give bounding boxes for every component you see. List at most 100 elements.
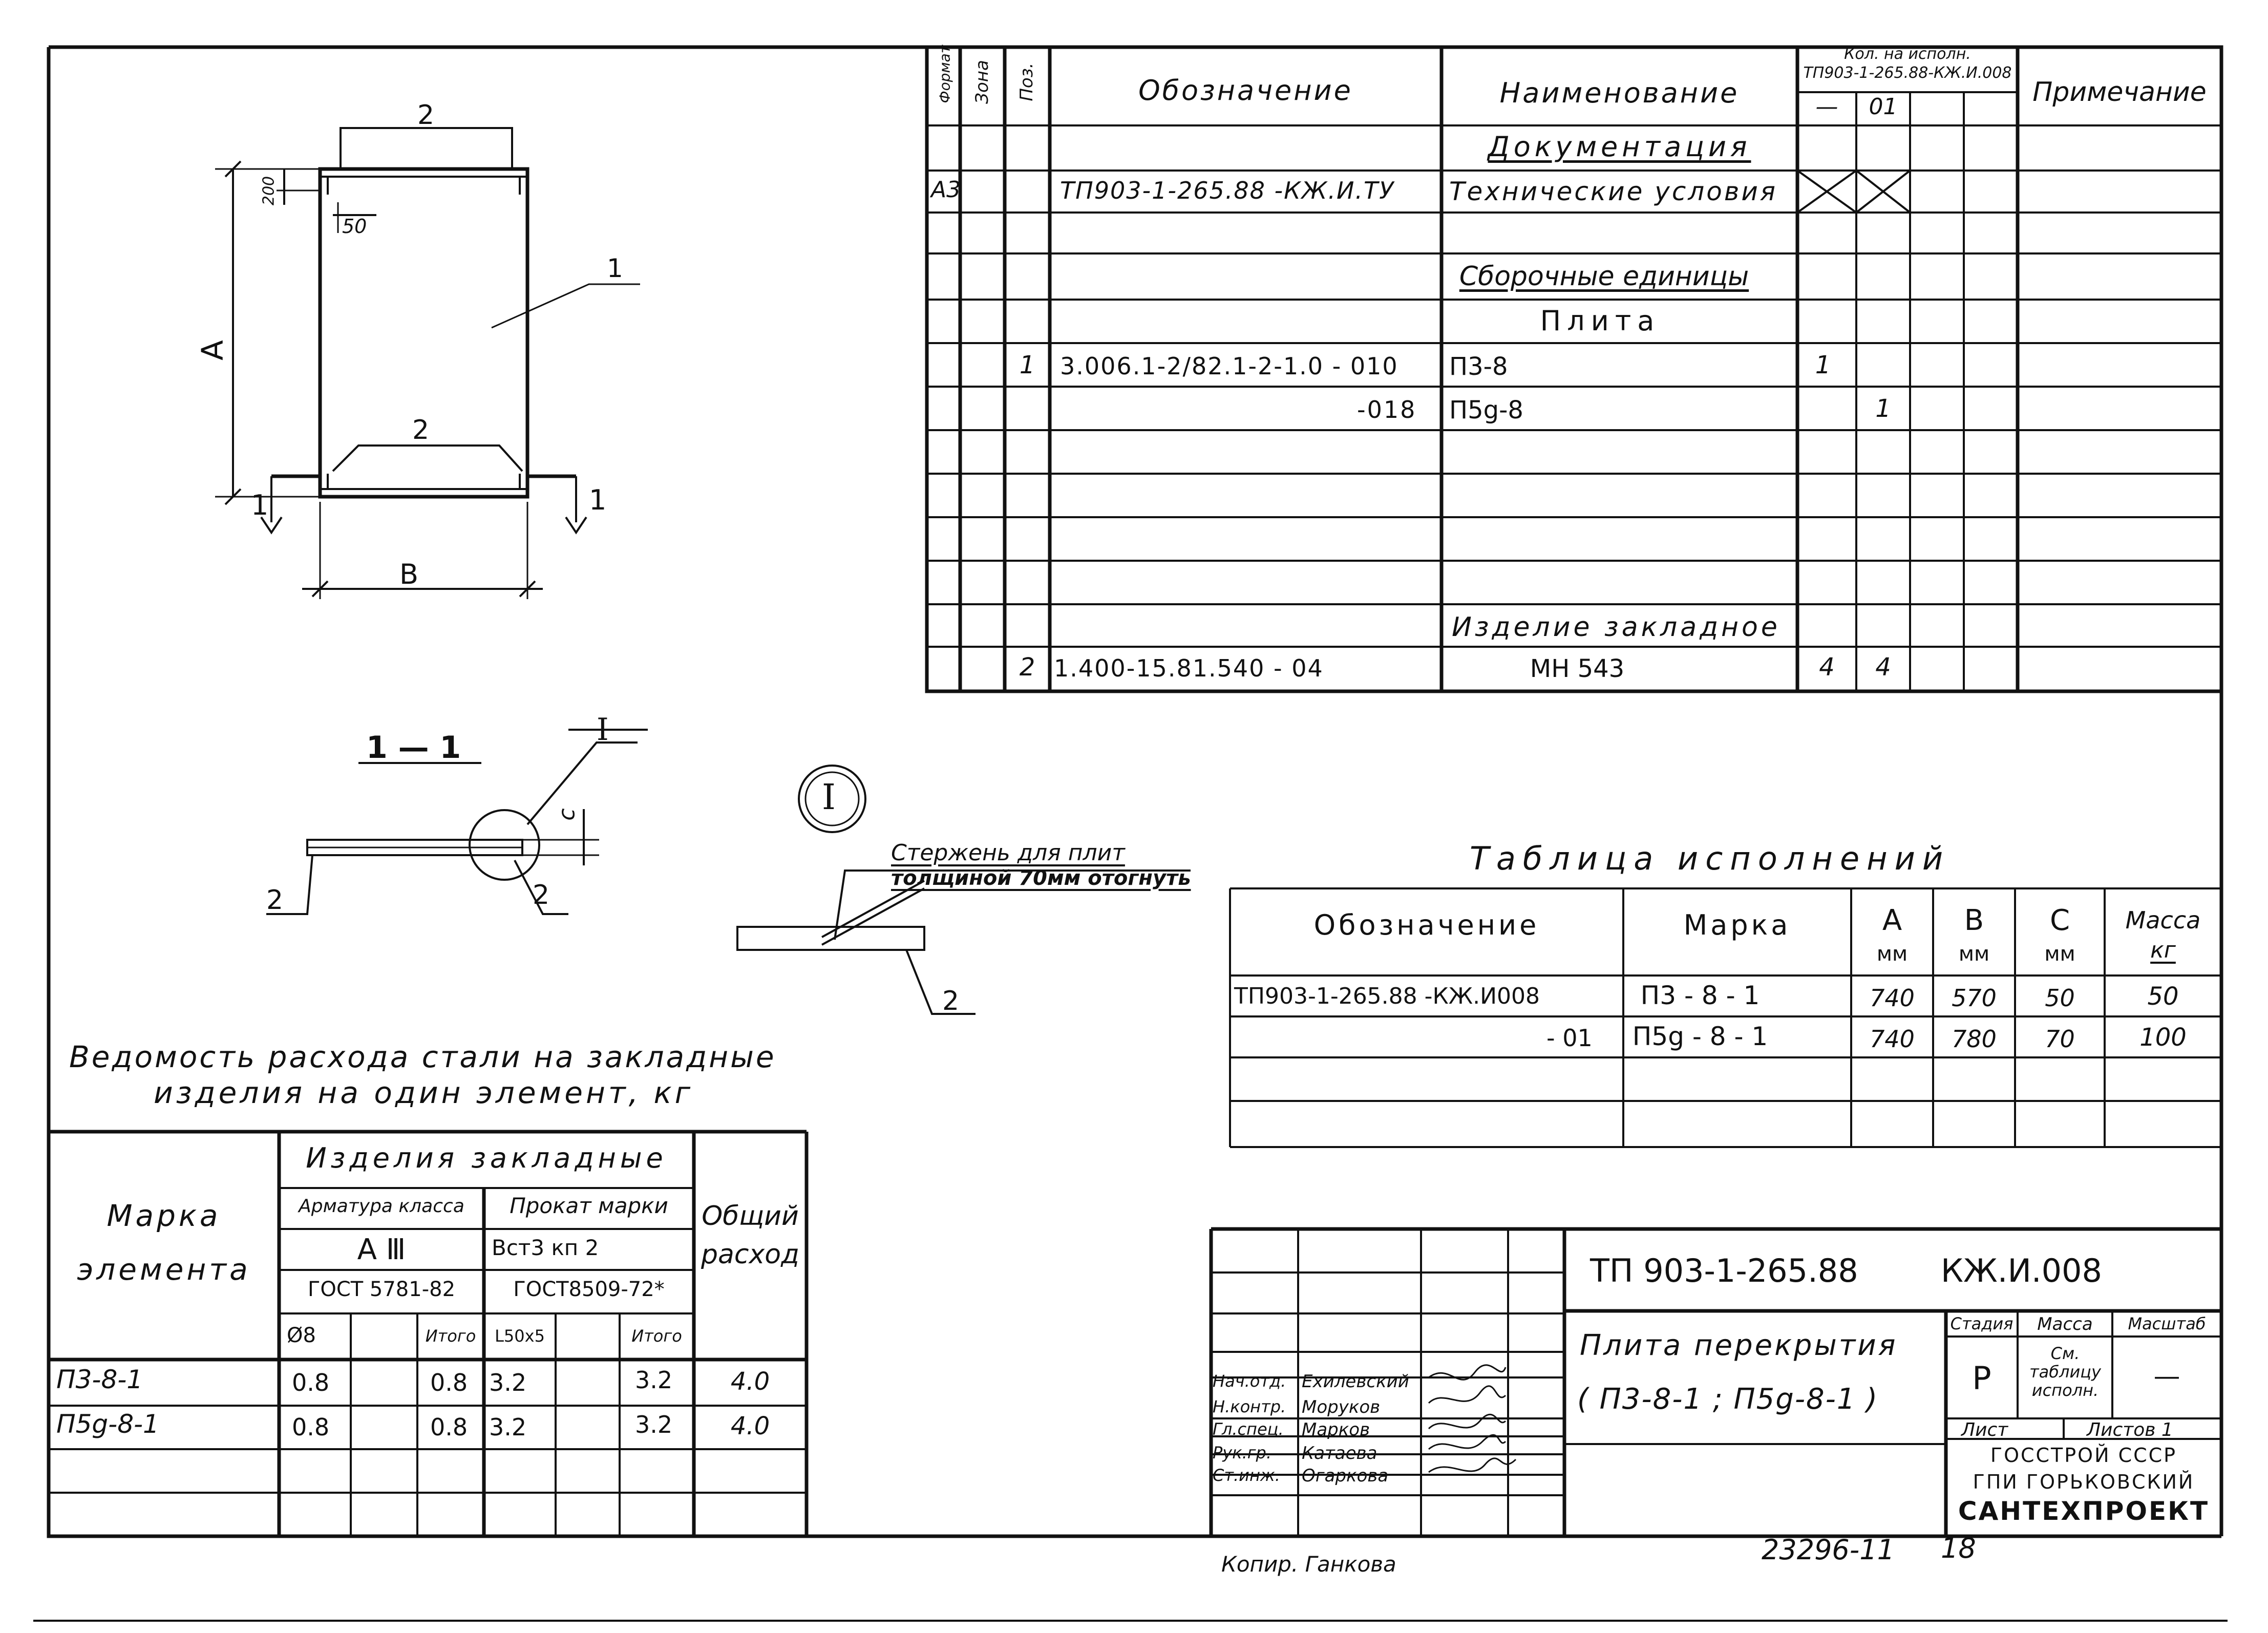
steel-row-angle: 3.2	[489, 1413, 527, 1441]
steel-row-total2: 3.2	[635, 1411, 673, 1438]
variants-row-b: 570	[1952, 984, 1997, 1012]
steel-row-d8: 0.8	[292, 1369, 330, 1396]
steel-header-items: Изделия закладные	[306, 1142, 667, 1174]
steel-row-total2: 3.2	[635, 1366, 673, 1394]
frame-border	[49, 45, 2223, 1536]
spec-header-name: Наименование	[1499, 77, 1740, 109]
spec-header-qty-doc: ТП903-1-265.88-КЖ.И.008	[1803, 64, 2012, 82]
plan-dim-top-label: 2	[417, 100, 435, 131]
stamp-org-line2: ГПИ ГОРЬКОВСКИЙ	[1973, 1471, 2195, 1493]
variants-row-a: 740	[1870, 1025, 1915, 1053]
variants-header-b: В	[1964, 904, 1984, 937]
steel-header-angle: L50х5	[495, 1326, 545, 1346]
steel-row-angle: 3.2	[489, 1369, 527, 1396]
variants-title: Таблица исполнений	[1470, 840, 1951, 877]
variants-header-a-unit: мм	[1876, 942, 1908, 966]
spec-header-qty: Кол. на исполн.	[1844, 45, 1971, 63]
variants-header-mark: Марка	[1683, 909, 1791, 941]
spec-row-name: МН 543	[1530, 654, 1625, 683]
steel-header-rolled-gost: ГОСТ8509-72*	[513, 1278, 665, 1301]
stamp-signer-role: Нач.отд.	[1213, 1371, 1286, 1391]
steel-row-d8: 0.8	[292, 1413, 330, 1441]
variants-header-a: А	[1882, 904, 1902, 937]
stamp-code: ТП 903-1-265.88	[1590, 1252, 1858, 1289]
spec-section-assemblies: Сборочные единицы	[1459, 261, 1749, 292]
stamp-signer-role: Гл.спец.	[1213, 1419, 1284, 1439]
stamp-org-line3: САНТЕХПРОЕКТ	[1958, 1496, 2210, 1526]
variants-row-mass: 50	[2147, 982, 2179, 1011]
steel-header-element: элемента	[77, 1252, 251, 1287]
footer-archive-number: 23296-11	[1762, 1534, 1895, 1566]
variants-row-a: 740	[1870, 984, 1915, 1012]
variants-header-mass-unit: кг	[2150, 937, 2176, 963]
stamp-signer-name: Моруков	[1302, 1397, 1381, 1417]
stamp-sheets: Листов 1	[2087, 1419, 2173, 1440]
steel-header-rolled-grade: Вст3 кп 2	[492, 1235, 599, 1260]
variants-row-c: 50	[2045, 984, 2075, 1012]
spec-row-designation: ТП903-1-265.88 -КЖ.И.ТУ	[1060, 177, 1395, 204]
spec-row-designation: 1.400-15.81.540 - 04	[1054, 654, 1324, 682]
spec-row-designation: -018	[1357, 396, 1417, 423]
spec-header-pos: Поз.	[1016, 62, 1037, 101]
footer-page-number: 18	[1941, 1532, 1976, 1564]
spec-grid	[925, 47, 2221, 693]
plan-dim-50: 50	[342, 215, 367, 238]
steel-header-rebar-class: А Ⅲ	[357, 1233, 406, 1266]
stamp-signer-name: Катаева	[1302, 1443, 1377, 1464]
steel-header-mark: Марка	[107, 1198, 221, 1233]
steel-title-line2: изделия на один элемент, кг	[154, 1075, 694, 1110]
stamp-title-line2: ( П3-8-1 ; П5g-8-1 )	[1577, 1383, 1879, 1416]
stamp-code-suffix: КЖ.И.008	[1941, 1252, 2102, 1289]
spec-header-zone: Зона	[972, 60, 992, 104]
footer-copier: Копир. Ганкова	[1221, 1552, 1396, 1577]
stamp-stage-header: Стадия	[1950, 1314, 2013, 1333]
detail-label-2: 2	[942, 986, 960, 1016]
variants-header-b-unit: мм	[1958, 942, 1990, 966]
variants-row-mark: П5g - 8 - 1	[1632, 1022, 1768, 1051]
steel-row-mark: П5g-8-1	[56, 1409, 159, 1439]
section-view	[266, 729, 648, 915]
stamp-signer-name: Марков	[1302, 1419, 1370, 1440]
steel-row-total1: 0.8	[430, 1413, 468, 1441]
spec-row-name: П5g-8	[1449, 396, 1523, 425]
spec-row-pos: 2	[1019, 653, 1035, 682]
variants-row-mark: П3 - 8 - 1	[1640, 981, 1760, 1010]
spec-header-variant-1: —	[1815, 94, 1838, 120]
variants-row-designation: - 01	[1546, 1024, 1593, 1052]
plan-view	[215, 127, 640, 599]
stamp-org-line1: ГОССТРОЙ СССР	[1990, 1444, 2177, 1467]
plan-dim-b: В	[399, 558, 419, 590]
steel-row-total1: 0.8	[430, 1369, 468, 1396]
section-callout: I	[597, 712, 609, 748]
variants-grid	[1229, 887, 2221, 1148]
spec-row-qty: 4	[1819, 653, 1835, 682]
stamp-signer-name: Огаркова	[1302, 1466, 1389, 1486]
stamp-signer-role: Ст.инж.	[1213, 1466, 1280, 1485]
variants-row-c: 70	[2045, 1025, 2075, 1053]
stamp-signer-name: Ехилевский	[1302, 1371, 1409, 1392]
detail-note-line1: Стержень для плит	[891, 840, 1125, 866]
spec-header-designation: Обозначение	[1138, 74, 1353, 107]
steel-header-sum: Общий	[702, 1201, 799, 1232]
steel-row-mark: П3-8-1	[56, 1365, 143, 1394]
section-label-left: 2	[266, 885, 284, 916]
section-label-right: 2	[533, 880, 550, 910]
stamp-mass-header: Масса	[2037, 1314, 2093, 1334]
steel-header-rebar: Арматура класса	[299, 1196, 464, 1217]
plan-cut-mark-left: 1	[251, 489, 269, 521]
stamp-mass-value: См. таблицу исполн.	[2029, 1344, 2101, 1400]
spec-row-pos: 1	[1019, 351, 1035, 379]
spec-header-format: Формат	[936, 45, 953, 103]
stamp-stage: Р	[1972, 1360, 1991, 1397]
spec-header-variant-2: 01	[1869, 94, 1898, 120]
variants-header-c: С	[2049, 904, 2070, 937]
spec-row-qty: 1	[1875, 394, 1891, 423]
steel-header-rebar-gost: ГОСТ 5781-82	[307, 1278, 456, 1301]
steel-grid	[49, 1130, 809, 1536]
plan-label-2: 2	[412, 415, 430, 446]
plan-label-1: 1	[607, 253, 623, 283]
variants-row-b: 780	[1952, 1025, 1997, 1053]
spec-row-qty: 1	[1815, 351, 1831, 379]
